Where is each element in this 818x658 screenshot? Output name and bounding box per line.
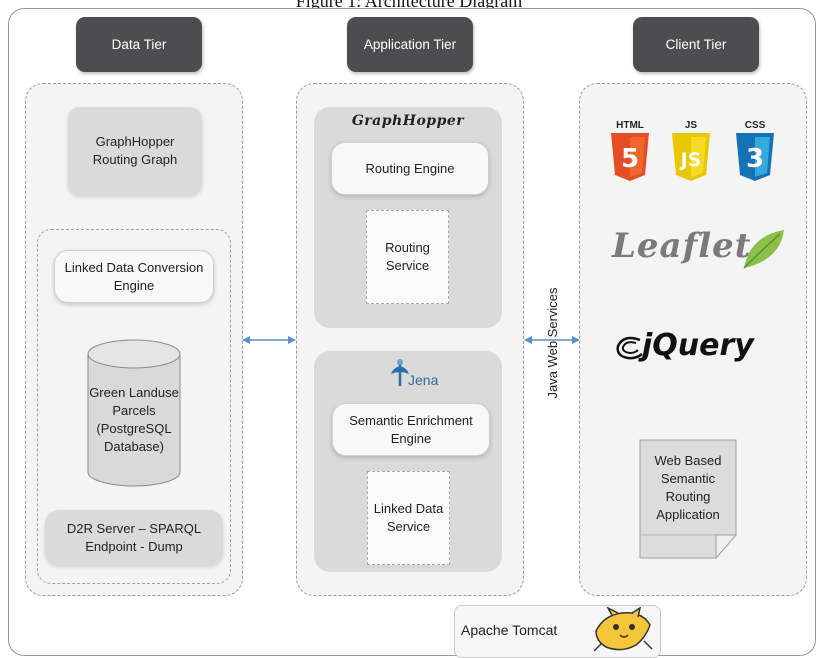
java-web-services-label: Java Web Services [545, 287, 560, 399]
svg-text:5: 5 [621, 144, 639, 174]
jena-logo: Jena [408, 372, 439, 388]
css-logo-label: CSS [744, 120, 766, 131]
leaflet-logo: Leaflet [612, 226, 752, 266]
js-shield-icon: JS [672, 133, 710, 181]
graphhopper-routing-graph: GraphHopper Routing Graph [68, 107, 202, 195]
js-logo-label: JS [684, 120, 698, 131]
leaflet-leaf-icon [743, 230, 784, 269]
linked-data-conversion-engine: Linked Data Conversion Engine [54, 250, 214, 303]
database-cylinder-icon [87, 339, 181, 487]
html-logo-label: HTML [616, 120, 644, 131]
jquery-swirl-icon [616, 336, 643, 360]
html5-shield-icon: 5 [611, 133, 649, 181]
apache-tomcat-label: Apache Tomcat [461, 622, 558, 638]
data-tier-header: Data Tier [76, 17, 202, 72]
semantic-enrichment-engine: Semantic Enrichment Engine [332, 403, 490, 456]
jena-feather-icon [391, 359, 409, 386]
svg-text:3: 3 [746, 144, 764, 174]
d2r-server-sparql-endpoint: D2R Server – SPARQL Endpoint - Dump [45, 510, 223, 565]
routing-service: Routing Service [366, 210, 449, 304]
routing-engine: Routing Engine [331, 142, 489, 195]
green-landuse-database: Green Landuse Parcels (PostgreSQL Databa… [89, 385, 179, 454]
web-based-semantic-routing-application: Web Based Semantic Routing Application [654, 453, 722, 522]
app-client-arrow-icon [524, 336, 580, 344]
css3-shield-icon: 3 [736, 133, 774, 181]
svg-text:JS: JS [679, 149, 702, 171]
data-app-arrow-icon [242, 336, 296, 344]
graphhopper-logo: GraphHopper [351, 113, 465, 129]
application-tier-header: Application Tier [347, 17, 473, 72]
tomcat-cat-icon [593, 607, 653, 652]
linked-data-service: Linked Data Service [367, 471, 450, 565]
client-tier-header: Client Tier [633, 17, 759, 72]
jquery-logo: jQuery [642, 328, 754, 363]
figure-caption: Figure 1: Architecture Diagram [295, 0, 523, 11]
document-icon [639, 439, 737, 559]
